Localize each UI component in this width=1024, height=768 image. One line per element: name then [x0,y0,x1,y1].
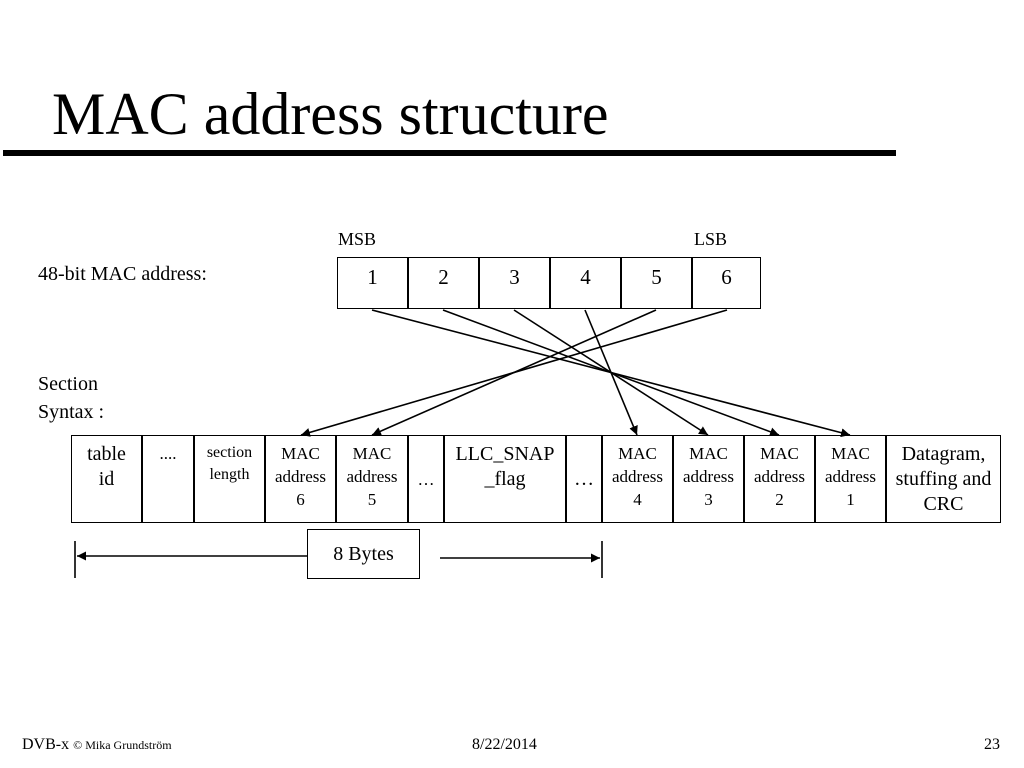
slide-title: MAC address structure [52,81,609,147]
mac-address-label: 48-bit MAC address: [38,263,207,285]
section-syntax-label: Section Syntax : [38,373,105,423]
field-ellipsis-2: … [408,435,444,523]
mac-byte-6: 6 [692,257,761,309]
mac-byte-5: 5 [621,257,692,309]
footer-course: DVB-x© Mika Grundström [22,735,172,755]
span-label: 8 Bytes [333,542,394,565]
field-ellipsis-1: .... [142,435,194,523]
msb-label: MSB [338,229,377,249]
title-underline [3,150,896,156]
arrow-byte-6-to-mac-address-6 [300,309,728,437]
field-ellipsis-3: … [566,435,602,523]
footer-copyright: © Mika Grundström [73,738,172,752]
footer-course-name: DVB-x [22,736,70,753]
mac-byte-3: 3 [479,257,550,309]
arrow-byte-4-to-mac-address-4 [584,309,638,436]
mac-byte-2: 2 [408,257,479,309]
mac-byte-1: 1 [337,257,408,309]
span-label-box: 8 Bytes [307,529,420,579]
footer-page-number: 23 [984,736,1000,753]
field-llc-snap-flag: LLC_SNAP_flag [444,435,566,523]
footer-date: 8/22/2014 [472,736,537,753]
lsb-label: LSB [694,229,728,249]
mac-byte-4: 4 [550,257,621,309]
